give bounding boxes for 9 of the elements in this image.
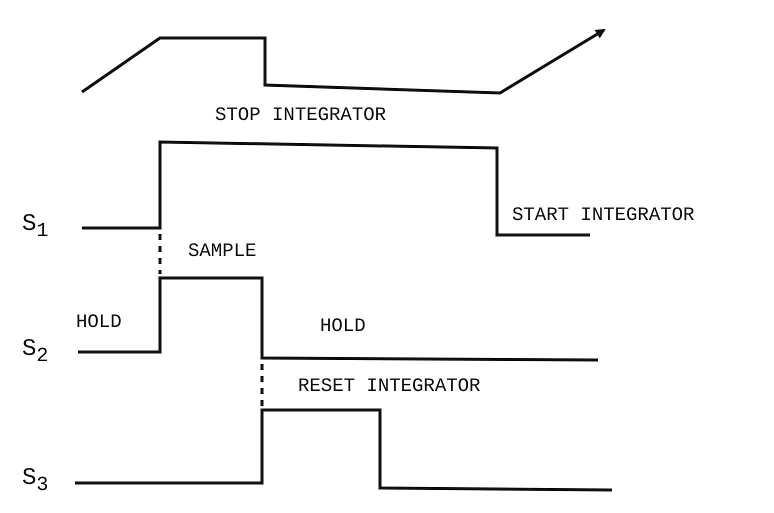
signal-name: S$_{2}$ — [22, 337, 48, 368]
waveform-label: START INTEGRATOR — [512, 205, 694, 226]
waveform-label: RESET INTEGRATOR — [298, 376, 480, 397]
waveform-label: HOLD — [320, 316, 366, 337]
waveform-label: STOP INTEGRATOR — [215, 105, 386, 126]
waveform-label: HOLD — [76, 312, 122, 333]
signal-name: S$_{1}$ — [22, 212, 48, 243]
waveform-label: SAMPLE — [188, 241, 256, 262]
signal-name: S$_{3}$ — [22, 466, 48, 497]
